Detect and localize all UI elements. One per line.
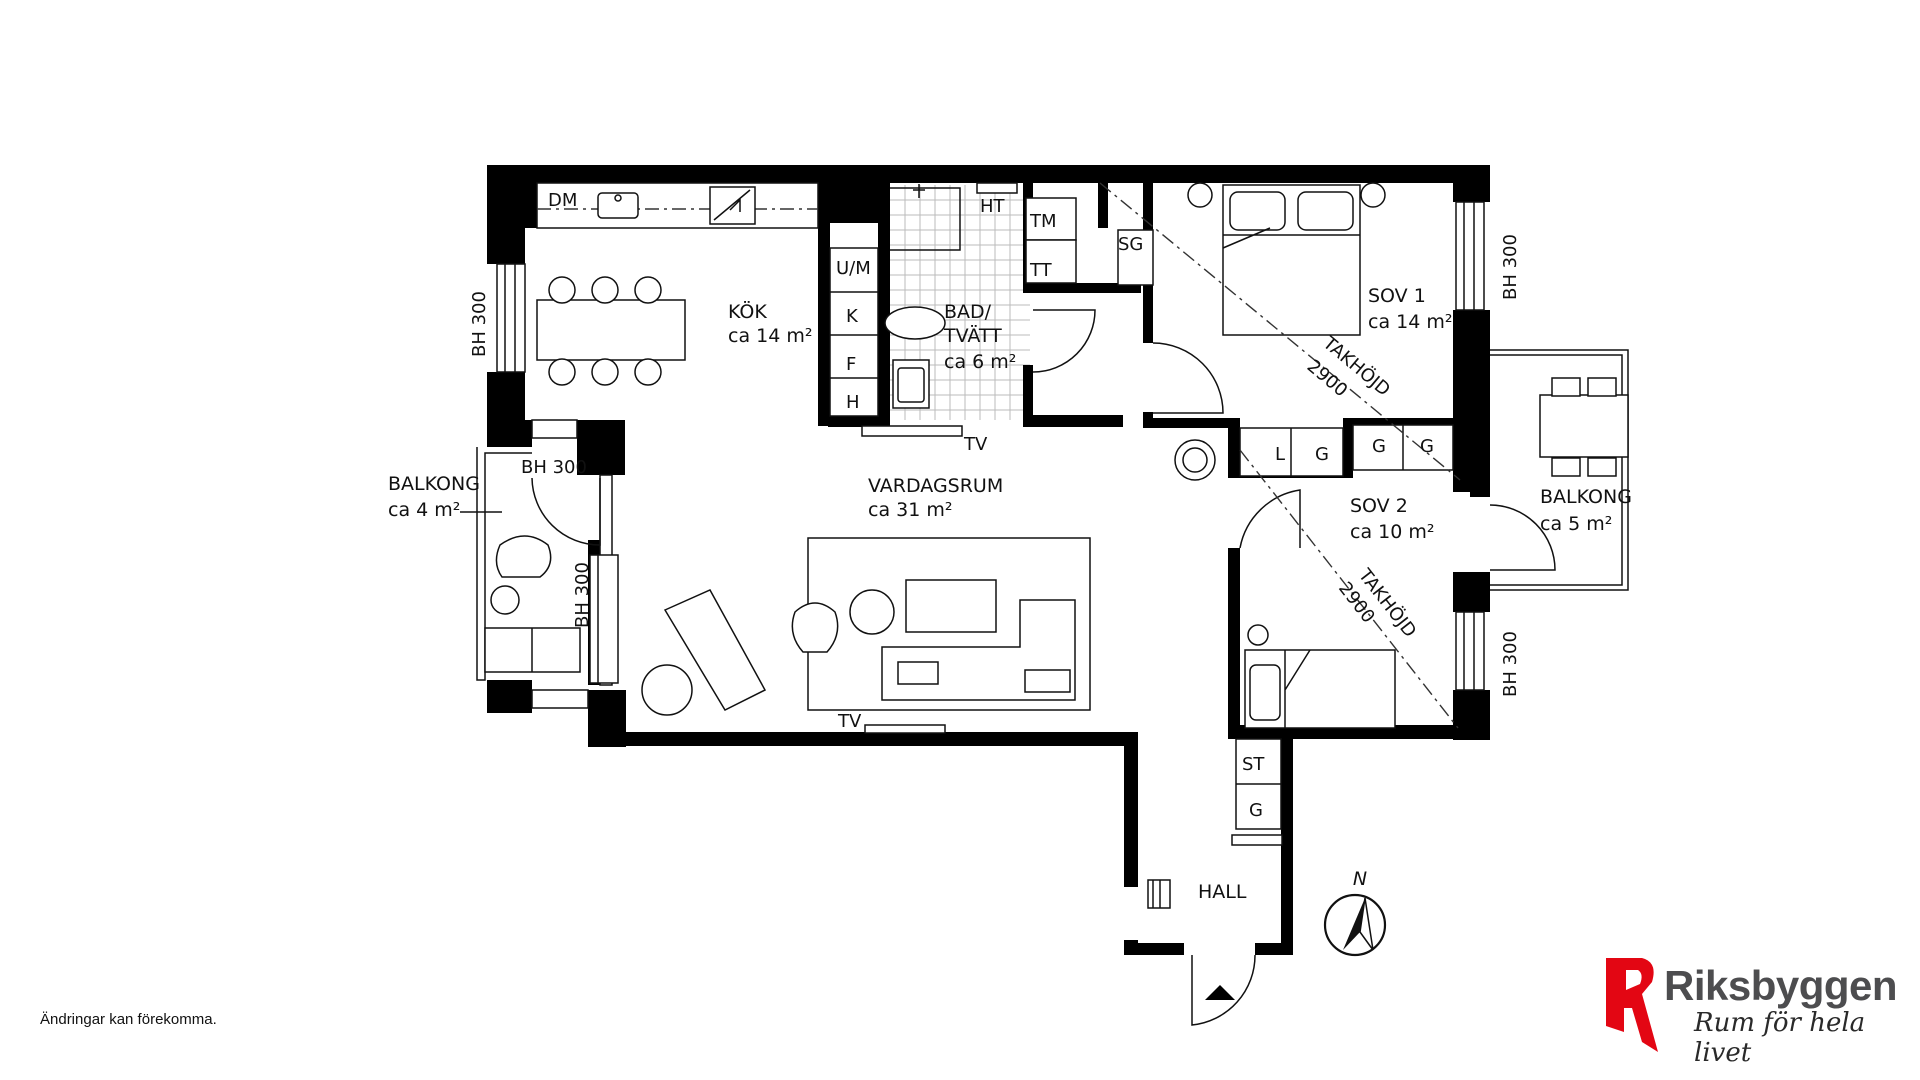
h-label: H: [846, 392, 860, 413]
sg-label: SG: [1118, 234, 1143, 255]
tt-label: TT: [1029, 260, 1053, 281]
g-sov1b-label: G: [1420, 436, 1434, 457]
tvatt-name: TVÄTT: [943, 324, 1002, 347]
st-label: ST: [1242, 754, 1265, 775]
disclaimer-text: Ändringar kan förekomma.: [40, 1011, 217, 1028]
dm-label: DM: [548, 190, 577, 211]
balkong-west-name: BALKONG: [388, 473, 480, 495]
kitchen-tall-units: [829, 247, 879, 417]
kok-area: ca 14 m²: [728, 325, 812, 347]
kok-name: KÖK: [728, 300, 767, 323]
l-label: L: [1275, 444, 1285, 465]
window-labels: BH 300 BH 300 BH 300 BH 300 BH 300: [469, 234, 1521, 697]
riksbyggen-logo[interactable]: Riksbyggen Rum för hela livet: [1602, 948, 1902, 1068]
bedroom-1-wardrobes: [1352, 424, 1454, 471]
ht-label: HT: [980, 196, 1006, 217]
bedroom-1-furniture: [1187, 182, 1386, 336]
bedroom-2-furniture: [1239, 427, 1396, 729]
brand-name: Riksbyggen: [1664, 962, 1898, 1009]
sov1-name: SOV 1: [1368, 285, 1426, 307]
tv-bath-label: TV: [963, 434, 988, 455]
balcony-west: [476, 447, 581, 681]
um-label: U/M: [836, 258, 871, 279]
appliance-labels: DM U/M K F H HT TM TT SG TV TV L G G G S…: [548, 190, 1434, 821]
balkong-east-name: BALKONG: [1540, 486, 1632, 508]
north-label: N: [1353, 868, 1367, 890]
hall-name: HALL: [1198, 881, 1247, 903]
sov1-area: ca 14 m²: [1368, 311, 1452, 333]
bh-kok-label: BH 300: [469, 291, 490, 357]
balkong-west-area: ca 4 m²: [388, 499, 460, 521]
doors: [531, 309, 1556, 1026]
north-arrow: N: [1323, 868, 1387, 957]
balkong-east-area: ca 5 m²: [1540, 513, 1612, 535]
k-label: K: [846, 306, 859, 327]
kitchen-counter: [536, 182, 819, 229]
bh-balkong-side-label: BH 300: [572, 562, 593, 628]
ceiling-labels: TAKHÖJD 2900 TAKHÖJD 2900: [1303, 331, 1421, 641]
g-sov1a-label: G: [1372, 436, 1386, 457]
vardagsrum-name: VARDAGSRUM: [868, 475, 1003, 497]
room-labels: KÖK ca 14 m² BAD/ TVÄTT ca 6 m² VARDAGSR…: [388, 285, 1632, 903]
bh-balkong-top-label: BH 300: [521, 457, 587, 478]
sov2-area: ca 10 m²: [1350, 521, 1434, 543]
bh-sov1-label: BH 300: [1500, 234, 1521, 300]
ceiling-height-lines: [1099, 182, 1461, 729]
riksbyggen-mark-icon: [1606, 958, 1658, 1052]
g-hall-label: G: [1249, 800, 1263, 821]
bad-area: ca 6 m²: [944, 351, 1016, 373]
bathroom-fixtures: [861, 182, 1154, 437]
tm-label: TM: [1029, 211, 1057, 232]
vardagsrum-area: ca 31 m²: [868, 499, 952, 521]
dining-table: [536, 276, 686, 386]
sov2-name: SOV 2: [1350, 495, 1408, 517]
g-sov2-label: G: [1315, 444, 1329, 465]
tv-living-label: TV: [837, 711, 862, 732]
hall-wardrobes: [1147, 738, 1283, 909]
bad-name: BAD/: [944, 301, 992, 323]
living-furniture: [641, 439, 1216, 734]
brand-slogan: Rum för hela livet: [1694, 1008, 1866, 1068]
balcony-east: [1490, 349, 1629, 591]
f-label: F: [846, 354, 856, 375]
bh-sov2-label: BH 300: [1500, 631, 1521, 697]
windows: [496, 201, 1485, 709]
